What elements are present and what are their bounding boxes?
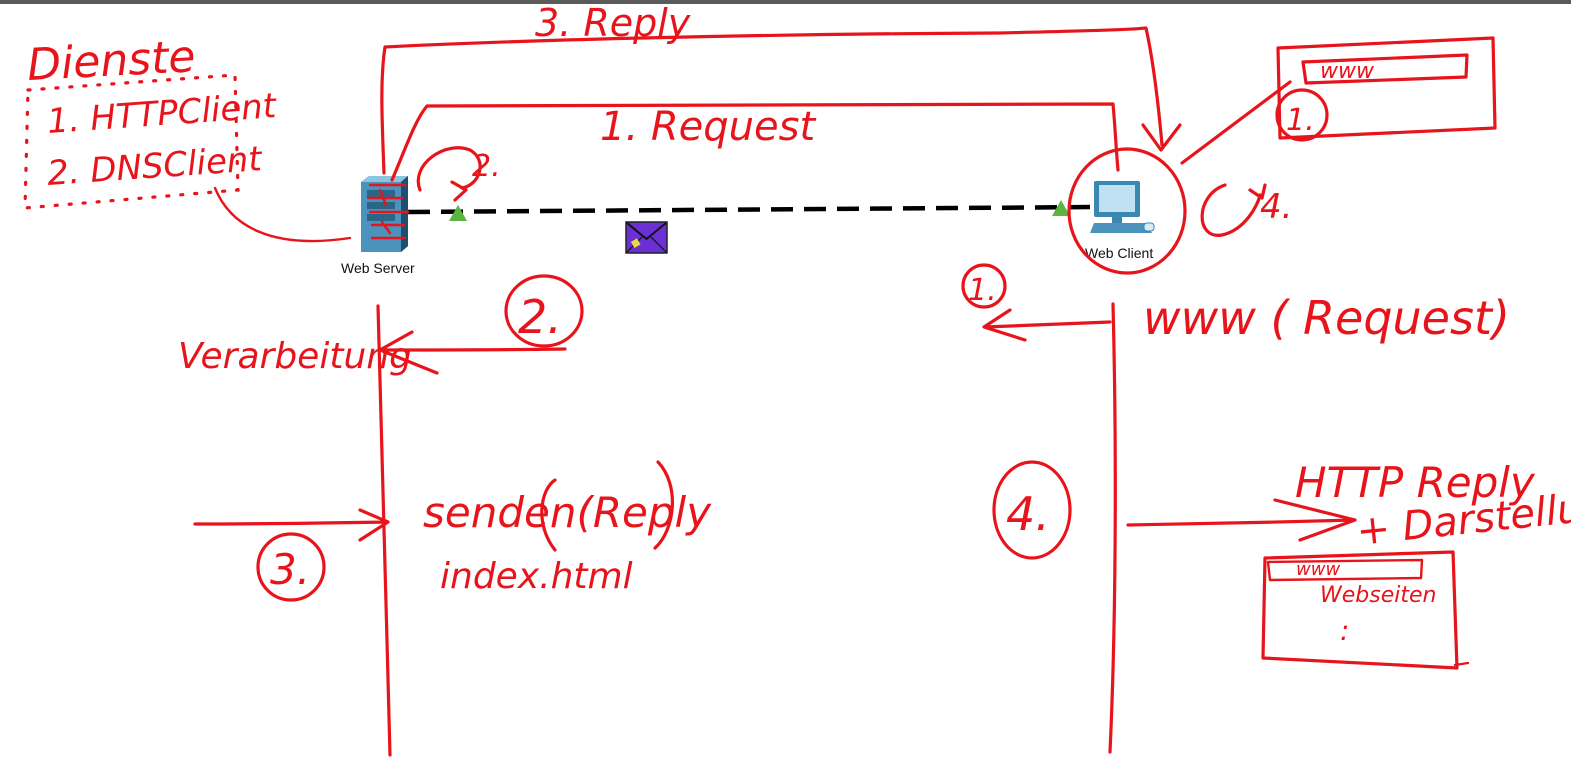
pc-icon[interactable] (1090, 181, 1155, 233)
senden-bracket (540, 460, 674, 552)
request-path (390, 102, 1120, 182)
window-top-edge (0, 0, 1571, 4)
display-underline (1453, 661, 1470, 667)
index-html-label: index.html (440, 556, 633, 597)
services-connector (213, 186, 352, 243)
display-url-text: www (1296, 559, 1340, 580)
server-lifeline (376, 304, 392, 757)
step4-label: 4. (1006, 487, 1050, 541)
reply-path (380, 26, 1164, 175)
display-box (1261, 550, 1459, 670)
step1-label: 1. (968, 273, 997, 308)
step2-arrow (378, 330, 567, 375)
step3-circle (256, 532, 326, 602)
step1-arrow (982, 308, 1112, 342)
client-request-label: www ( Request) (1143, 291, 1510, 345)
browser-pointer-line (1180, 80, 1292, 165)
browser-step-label: 1. (1286, 103, 1315, 138)
network-link[interactable] (407, 204, 1099, 215)
services-title: Dienste (26, 31, 197, 91)
client-loop-arrow (1200, 183, 1267, 237)
link-up-indicator-client (1052, 200, 1070, 216)
step2-label: 2. (518, 290, 562, 344)
step4-arrow (1126, 498, 1357, 542)
display-dots: : (1340, 614, 1349, 647)
step4-circle (992, 460, 1072, 560)
step1-circle (961, 263, 1007, 309)
display-content-text: Webseiten (1320, 583, 1436, 608)
server-label: Web Server (341, 260, 415, 276)
server-icon[interactable] (361, 176, 408, 252)
server-scribble (366, 183, 410, 240)
services-dotted-box (23, 73, 240, 210)
client-label: Web Client (1085, 245, 1153, 261)
server-step-label: 2. (472, 149, 501, 184)
link-up-indicator-server (449, 205, 467, 221)
request-label: 1. Request (600, 104, 816, 150)
client-lifeline (1108, 302, 1117, 754)
step3-arrow (193, 508, 390, 542)
browser-url-text: www (1320, 59, 1375, 84)
display-urlbar (1266, 558, 1424, 582)
client-circle (1067, 147, 1187, 275)
reply-label: 3. Reply (535, 1, 691, 45)
services-item-2: 2. DNSClient (46, 139, 265, 194)
server-loop-arrow (416, 146, 482, 202)
step3-label: 3. (270, 545, 310, 594)
services-item-1: 1. HTTPClient (46, 86, 279, 142)
verarbeitung-label: Verarbeitung (178, 336, 412, 377)
browser-step-circle (1275, 88, 1329, 142)
envelope-icon[interactable] (625, 221, 668, 254)
browser-urlbar (1301, 53, 1469, 85)
http-reply-label: HTTP Reply (1295, 458, 1536, 507)
senden-reply-label: senden(Reply (423, 488, 712, 537)
reply-arrowhead (1141, 123, 1182, 152)
client-step-label: 4. (1260, 187, 1292, 227)
step2-circle (504, 274, 584, 348)
